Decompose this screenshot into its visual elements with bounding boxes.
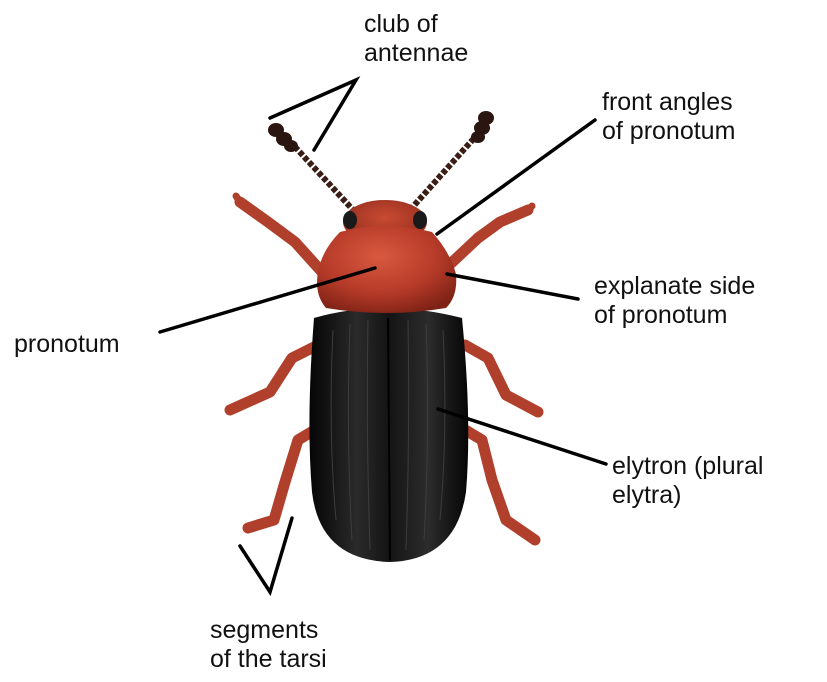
- label-pronotum-line1: pronotum: [14, 330, 120, 359]
- right-antenna-club: [471, 111, 494, 143]
- front-left-leg: [240, 202, 322, 272]
- antennae: [268, 111, 494, 212]
- left-eye: [343, 211, 357, 229]
- label-segments-of-tarsi: segments of the tarsi: [210, 616, 327, 674]
- front-right-tarsus: [528, 206, 532, 210]
- hind-right-leg: [462, 428, 535, 540]
- label-club-line2: antennae: [364, 39, 468, 68]
- middle-left-leg: [230, 345, 318, 410]
- middle-right-leg: [465, 345, 538, 412]
- label-club-line1: club of: [364, 10, 468, 39]
- elytra: [309, 308, 468, 562]
- label-explanate-line2: of pronotum: [594, 301, 755, 330]
- label-elytron-line1: elytron (plural: [612, 452, 763, 481]
- right-antenna-shaft: [410, 136, 476, 210]
- label-front-angles-line2: of pronotum: [602, 117, 735, 146]
- label-explanate-line1: explanate side: [594, 272, 755, 301]
- label-tarsi-line2: of the tarsi: [210, 645, 327, 674]
- label-front-angles-line1: front angles: [602, 88, 735, 117]
- label-elytron-line2: elytra): [612, 481, 763, 510]
- right-eye: [413, 211, 427, 229]
- left-antenna-club: [268, 123, 298, 152]
- left-antenna-shaft: [296, 148, 355, 212]
- pronotum-shape: [317, 226, 456, 313]
- hind-left-leg: [248, 428, 318, 528]
- label-tarsi-line1: segments: [210, 616, 327, 645]
- label-club-of-antennae: club of antennae: [364, 10, 468, 68]
- front-left-tarsus: [236, 196, 240, 202]
- label-front-angles: front angles of pronotum: [602, 88, 735, 146]
- label-pronotum: pronotum: [14, 330, 120, 359]
- label-elytron: elytron (plural elytra): [612, 452, 763, 510]
- label-explanate-side: explanate side of pronotum: [594, 272, 755, 330]
- explanate-side-leader-line: [447, 274, 578, 299]
- pronotum-plate: [317, 226, 456, 313]
